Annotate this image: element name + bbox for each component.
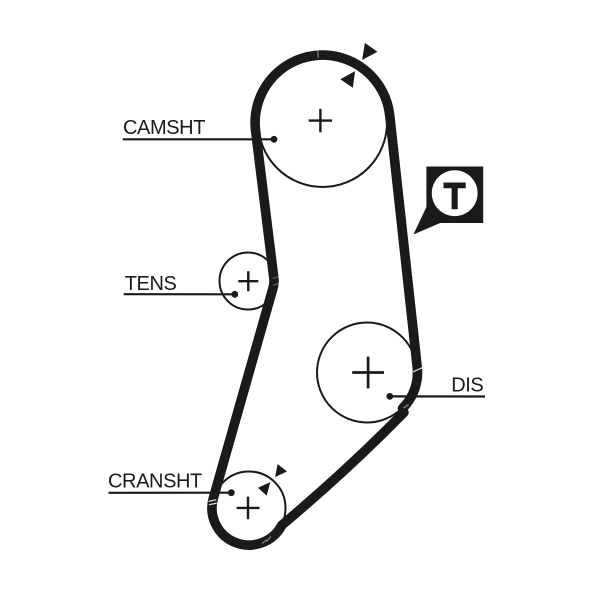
svg-text:CAMSHT: CAMSHT bbox=[123, 117, 205, 139]
svg-text:DIS: DIS bbox=[451, 374, 483, 396]
svg-text:TENS: TENS bbox=[125, 273, 177, 295]
svg-text:CRANSHT: CRANSHT bbox=[108, 470, 202, 492]
